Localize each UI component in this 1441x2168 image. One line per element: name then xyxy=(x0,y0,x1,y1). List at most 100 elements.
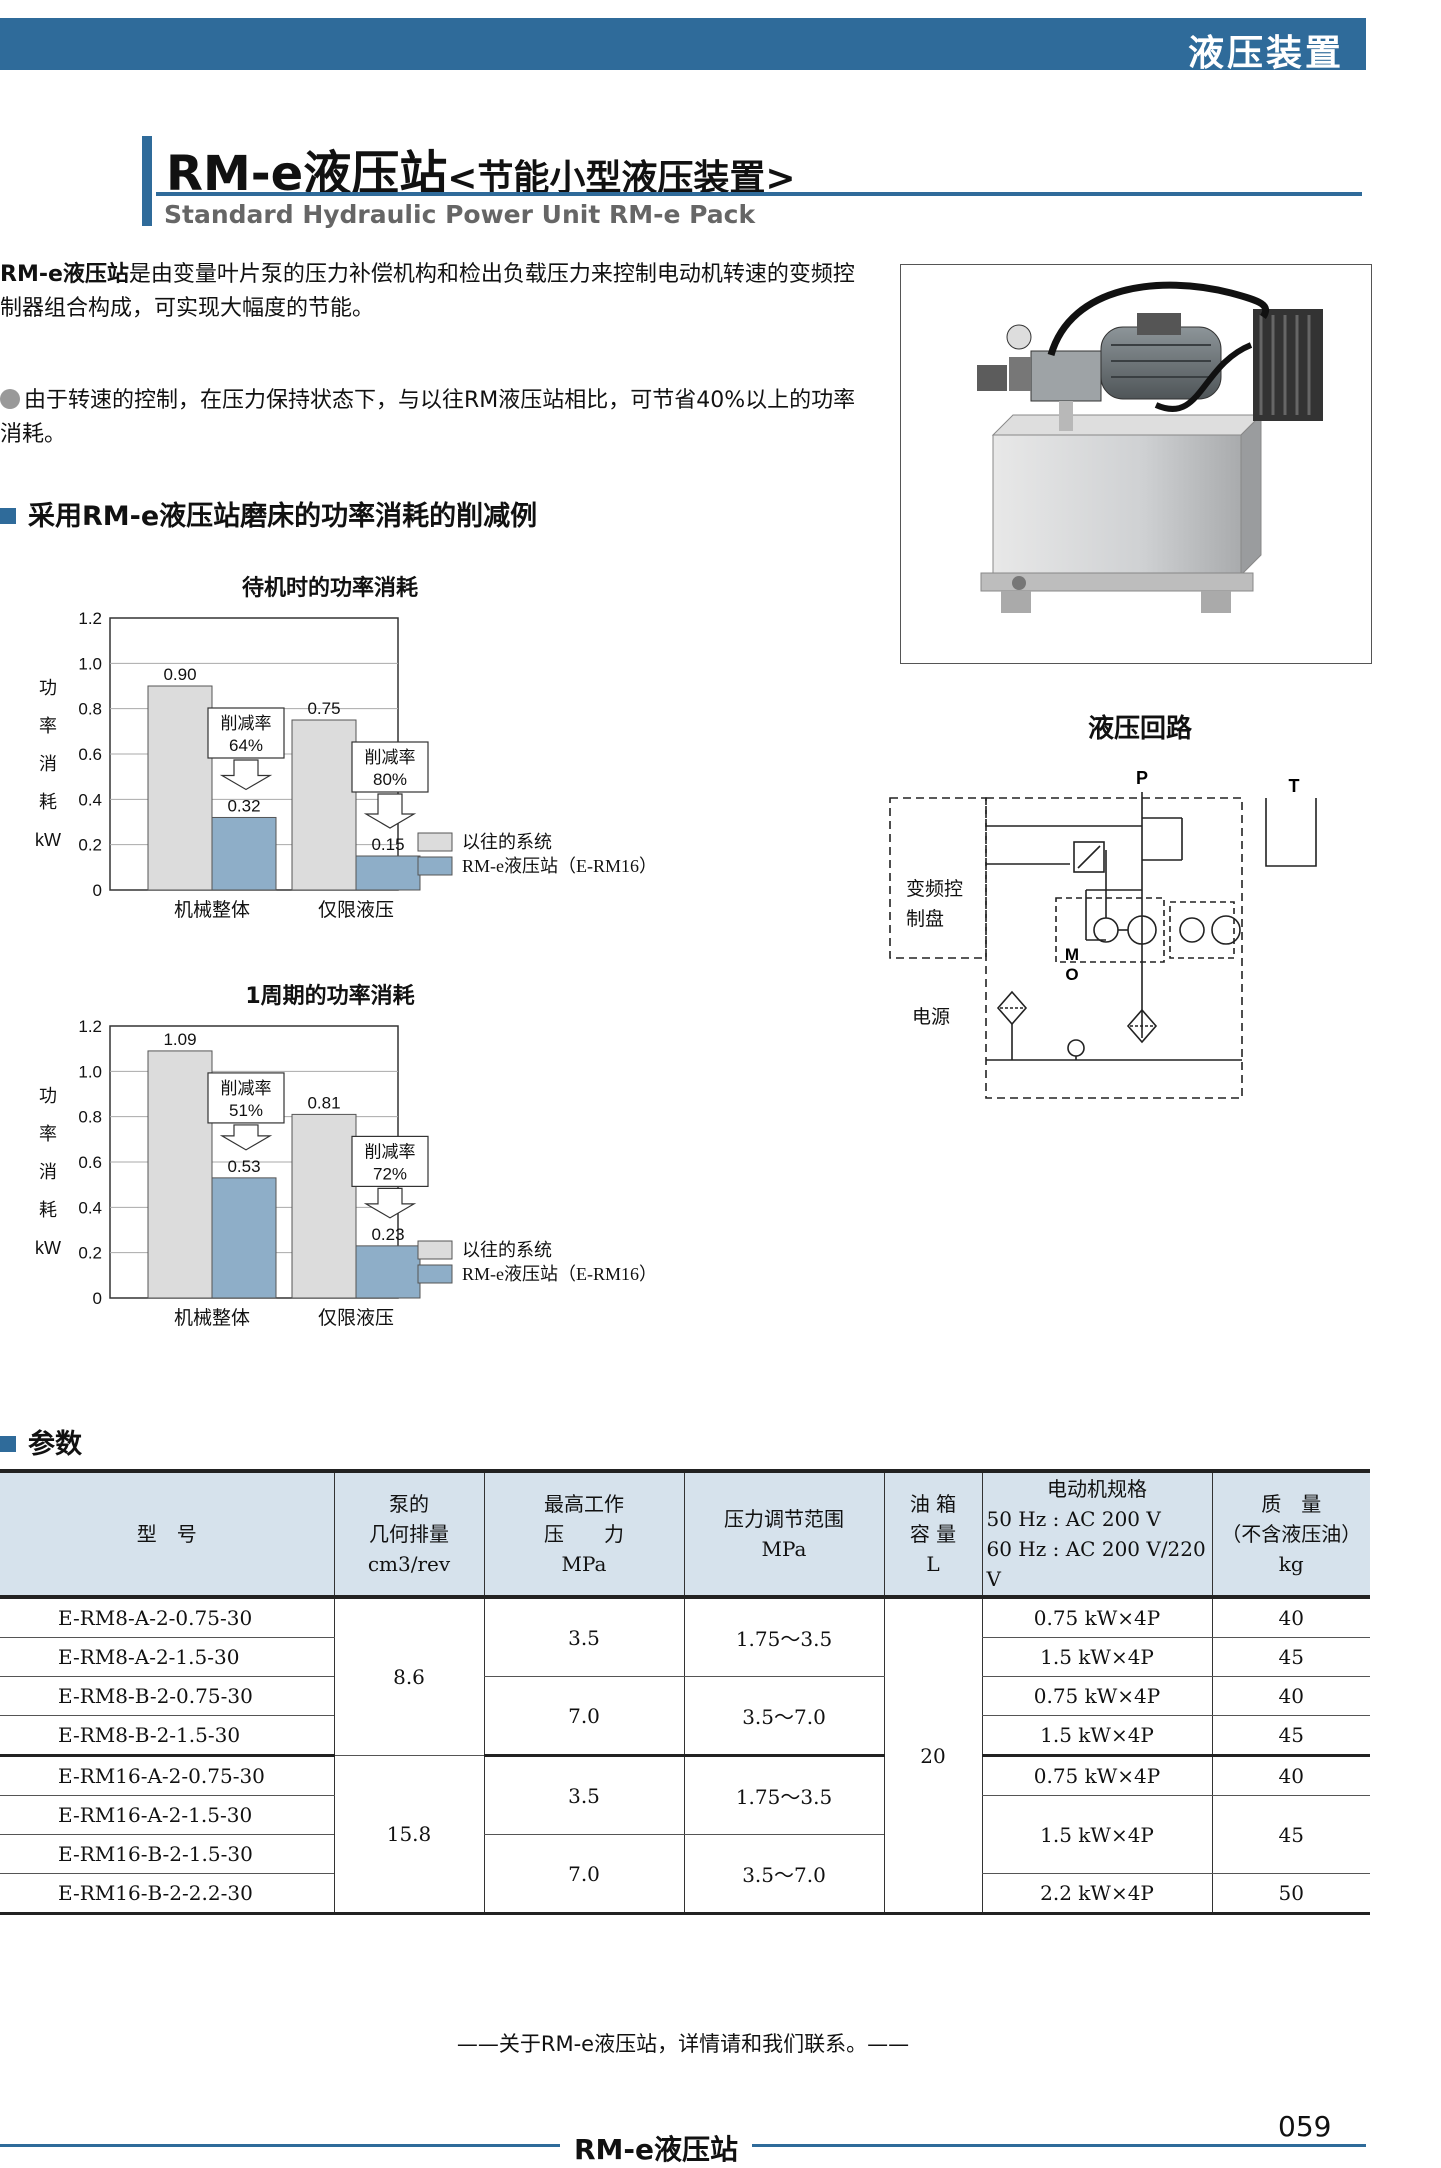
reduction-arrow xyxy=(219,1124,273,1151)
x-tick-label: 仅限液压 xyxy=(318,899,394,921)
reduction-box xyxy=(207,1072,285,1124)
legend-label: 以往的系统 xyxy=(462,1240,552,1260)
bar-rm-e xyxy=(355,855,421,891)
data-label: 0.81 xyxy=(307,1093,340,1112)
cell-model: E-RM8-B-2-1.5-30 xyxy=(0,1715,334,1757)
bullet-text: 由于转速的控制，在压力保持状态下，与以往RM液压站相比，可节省40%以上的功率消… xyxy=(0,388,856,447)
bar-conventional xyxy=(147,1050,213,1299)
y-tick-label: 0.8 xyxy=(78,1108,102,1127)
cell-model: E-RM8-A-2-0.75-30 xyxy=(0,1597,334,1638)
data-label: 1.09 xyxy=(163,1030,196,1049)
intro-lead: RM-e液压站 xyxy=(0,262,129,287)
bar-rm-e xyxy=(211,1177,277,1299)
reduction-arrow xyxy=(219,759,273,791)
section-heading-params: 参数 xyxy=(0,1422,82,1461)
reduction-value: 51% xyxy=(229,1101,263,1120)
cell-pressure-range: 3.5～7.0 xyxy=(683,1834,884,1915)
intro-text: 是由变量叶片泵的压力补偿机构和检出负载压力来控制电动机转速的变频控制器组合构成，… xyxy=(0,262,855,321)
cell-mass: 45 xyxy=(1211,1715,1370,1757)
y-axis-label-part: 耗 xyxy=(39,792,57,812)
cell-model: E-RM8-B-2-0.75-30 xyxy=(0,1676,334,1716)
title-accent-bar xyxy=(142,136,152,226)
section-params-text: 参数 xyxy=(28,1429,82,1460)
y-axis-label-part: 功 xyxy=(39,678,57,698)
feature-bullet: 由于转速的控制，在压力保持状态下，与以往RM液压站相比，可节省40%以上的功率消… xyxy=(0,384,860,452)
y-tick-label: 1.0 xyxy=(78,1062,102,1081)
reduction-value: 64% xyxy=(229,736,263,755)
bar-conventional xyxy=(291,1113,357,1299)
y-tick-label: 0 xyxy=(93,1289,102,1308)
cell-mass: 50 xyxy=(1211,1873,1370,1915)
reduction-label: 削减率 xyxy=(221,714,272,733)
cell-model: E-RM16-B-2-2.2-30 xyxy=(0,1873,334,1915)
title-rule xyxy=(156,192,1362,196)
legend-swatch xyxy=(417,856,453,876)
table-row: E-RM8-B-2-0.75-30 7.0 3.5～7.0 0.75 kW×4P… xyxy=(0,1676,1370,1757)
y-tick-label: 0.6 xyxy=(78,745,102,764)
y-axis-label-part: 率 xyxy=(39,716,57,736)
reduction-label: 削减率 xyxy=(365,1142,416,1161)
cell-max-pressure: 3.5 xyxy=(483,1755,684,1835)
y-tick-label: 1.0 xyxy=(78,654,102,673)
header-mass: 质 量（不含液压油）kg xyxy=(1211,1471,1370,1599)
circuit-label-t: T xyxy=(1289,776,1300,796)
y-tick-label: 0.4 xyxy=(78,790,102,809)
y-axis-label-part: 消 xyxy=(39,754,57,774)
table-row: E-RM8-A-2-0.75-30 8.6 3.5 1.75～3.5 20 0.… xyxy=(0,1597,1370,1915)
cell-tank-capacity: 20 xyxy=(883,1597,982,1915)
data-label: 0.53 xyxy=(227,1157,260,1176)
cell-model: E-RM16-A-2-0.75-30 xyxy=(0,1755,334,1796)
cell-max-pressure: 3.5 xyxy=(483,1597,684,1677)
chart-1-title: 待机时的功率消耗 xyxy=(241,576,418,601)
cell-pressure-range: 1.75～3.5 xyxy=(683,1755,884,1835)
bullet-dot-icon xyxy=(0,389,20,409)
y-axis-label-part: kW xyxy=(35,1238,61,1258)
page-subtitle: Standard Hydraulic Power Unit RM-e Pack xyxy=(164,200,756,229)
cell-displacement: 15.8 xyxy=(333,1755,484,1915)
cell-displacement: 8.6 xyxy=(333,1597,484,1756)
data-label: 0.32 xyxy=(227,796,260,815)
y-tick-label: 0.4 xyxy=(78,1198,102,1217)
cell-motor: 1.5 kW×4P xyxy=(981,1715,1212,1757)
chart-cycle-power: 00.20.40.60.81.01.2功率消耗kW机械整体1.090.53削减率… xyxy=(35,1017,657,1329)
cell-model: E-RM16-B-2-1.5-30 xyxy=(0,1834,334,1874)
y-axis-label-part: 消 xyxy=(39,1162,57,1182)
table-row: E-RM16-A-2-0.75-30 15.8 3.5 1.75～3.5 0.7… xyxy=(0,1755,1370,1915)
table-row: E-RM16-B-2-1.5-30 7.0 3.5～7.0 xyxy=(0,1834,1370,1915)
x-tick-label: 仅限液压 xyxy=(318,1307,394,1329)
legend-swatch xyxy=(417,1240,453,1260)
footer-note: ——关于RM-e液压站，详情请和我们联系。—— xyxy=(456,2032,910,2056)
cell-mass: 45 xyxy=(1211,1637,1370,1677)
cell-max-pressure: 7.0 xyxy=(483,1834,684,1915)
hydraulic-unit-illustration xyxy=(977,281,1323,613)
reduction-box xyxy=(207,707,285,759)
chart-2-title: 1周期的功率消耗 xyxy=(245,984,415,1009)
data-label: 0.90 xyxy=(163,665,196,684)
y-tick-label: 0.2 xyxy=(78,1244,102,1263)
cell-mass: 40 xyxy=(1211,1597,1370,1638)
cell-motor: 0.75 kW×4P xyxy=(981,1755,1212,1796)
x-tick-label: 机械整体 xyxy=(174,1307,250,1329)
cell-pressure-range: 3.5～7.0 xyxy=(683,1676,884,1757)
cell-motor: 0.75 kW×4P xyxy=(981,1676,1212,1716)
header-model: 型 号 xyxy=(0,1471,334,1599)
reduction-label: 削减率 xyxy=(365,748,416,767)
cell-mass: 45 xyxy=(1211,1795,1370,1874)
table-row: E-RM16-B-2-2.2-30 2.2 kW×4P 50 xyxy=(0,1873,1370,1915)
reduction-value: 72% xyxy=(373,1164,407,1183)
cell-pressure-range: 1.75～3.5 xyxy=(683,1597,884,1677)
section-square-icon xyxy=(0,508,16,524)
table-row: E-RM8-B-2-1.5-30 1.5 kW×4P 45 xyxy=(0,1715,1370,1757)
cell-motor: 1.5 kW×4P xyxy=(981,1795,1212,1874)
y-tick-label: 0.6 xyxy=(78,1153,102,1172)
footer-product-label: RM-e液压站 xyxy=(560,2128,753,2168)
circuit-label-p: P xyxy=(1136,770,1148,788)
reduction-label: 削减率 xyxy=(221,1079,272,1098)
cell-model: E-RM16-A-2-1.5-30 xyxy=(0,1795,334,1835)
circuit-power-label: 电源 xyxy=(912,1006,951,1028)
section-square-icon xyxy=(0,1436,16,1452)
cell-motor: 2.2 kW×4P xyxy=(981,1873,1212,1915)
